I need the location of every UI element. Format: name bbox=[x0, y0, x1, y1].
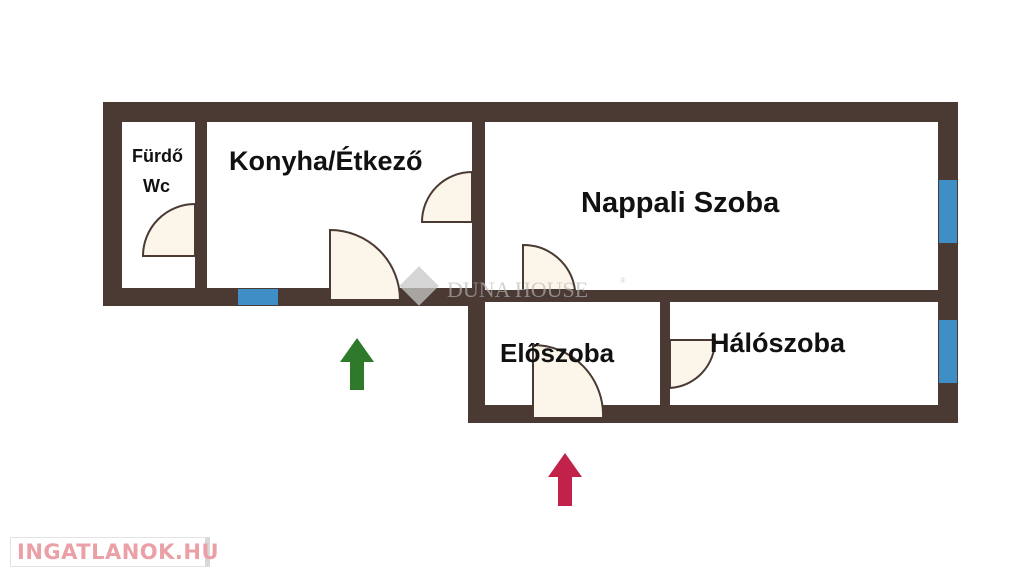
room-label-wc: Wc bbox=[143, 176, 170, 196]
watermark-duna-house: DUNA HOUSE ® bbox=[399, 266, 626, 306]
windows bbox=[238, 180, 957, 383]
door-eloszoba bbox=[532, 343, 605, 419]
entrance-arrow-green-icon bbox=[340, 338, 374, 390]
door-furdo bbox=[141, 202, 196, 257]
room-label-eloszoba: Előszoba bbox=[500, 338, 615, 368]
door-konyha bbox=[420, 170, 473, 223]
room-label-konyha: Konyha/Étkező bbox=[229, 145, 423, 176]
door-haloszoba bbox=[669, 339, 717, 390]
svg-text:DUNA HOUSE: DUNA HOUSE bbox=[447, 277, 588, 302]
ingatlanok-logo: INGATLANOK.HU bbox=[10, 537, 219, 567]
logo-text: INGATLANOK.HU bbox=[17, 540, 220, 564]
svg-text:®: ® bbox=[620, 276, 626, 285]
door-nappali bbox=[522, 243, 577, 291]
doors bbox=[141, 170, 717, 419]
room-label-haloszoba: Hálószoba bbox=[710, 328, 846, 358]
door-entrance-konyha bbox=[329, 228, 402, 301]
room-label-furdo: Fürdő bbox=[132, 146, 183, 166]
entrance-arrow-red-icon bbox=[548, 453, 582, 506]
room-label-nappali: Nappali Szoba bbox=[581, 187, 780, 219]
